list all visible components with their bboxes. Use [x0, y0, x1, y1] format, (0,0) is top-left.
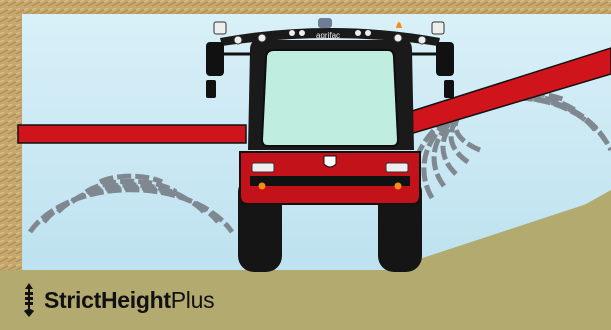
roof-light-icon [299, 30, 305, 36]
roof-light-icon [418, 36, 426, 44]
logo-shield-icon [324, 156, 336, 167]
roof-light-icon [289, 30, 295, 36]
roof-lamp-right [432, 22, 444, 34]
cab-label: agrifac [316, 31, 340, 40]
roof-lamp-left [214, 22, 226, 34]
left-mirror [206, 42, 224, 76]
headlight-left [252, 163, 274, 172]
product-name: StrictHeightPlus [44, 287, 214, 314]
right-mirror-lower [444, 80, 454, 98]
indicator-right-icon [395, 183, 402, 190]
gps-antenna-icon [318, 18, 332, 28]
roof-light-icon [394, 34, 402, 42]
product-badge: StrictHeightPlus [22, 282, 214, 318]
front-grille [250, 176, 410, 186]
height-sensor-icon [22, 283, 36, 317]
headlight-right [386, 163, 408, 172]
right-mirror [436, 42, 454, 76]
product-name-light: Plus [171, 287, 215, 313]
roof-light-icon [234, 36, 242, 44]
indicator-left-icon [259, 183, 266, 190]
left-boom [18, 125, 246, 143]
roof-light-icon [258, 34, 266, 42]
windshield [262, 50, 398, 146]
product-name-bold: StrictHeight [44, 287, 171, 313]
roof-light-icon [365, 30, 371, 36]
roof-light-icon [355, 30, 361, 36]
left-mirror-lower [206, 80, 216, 98]
